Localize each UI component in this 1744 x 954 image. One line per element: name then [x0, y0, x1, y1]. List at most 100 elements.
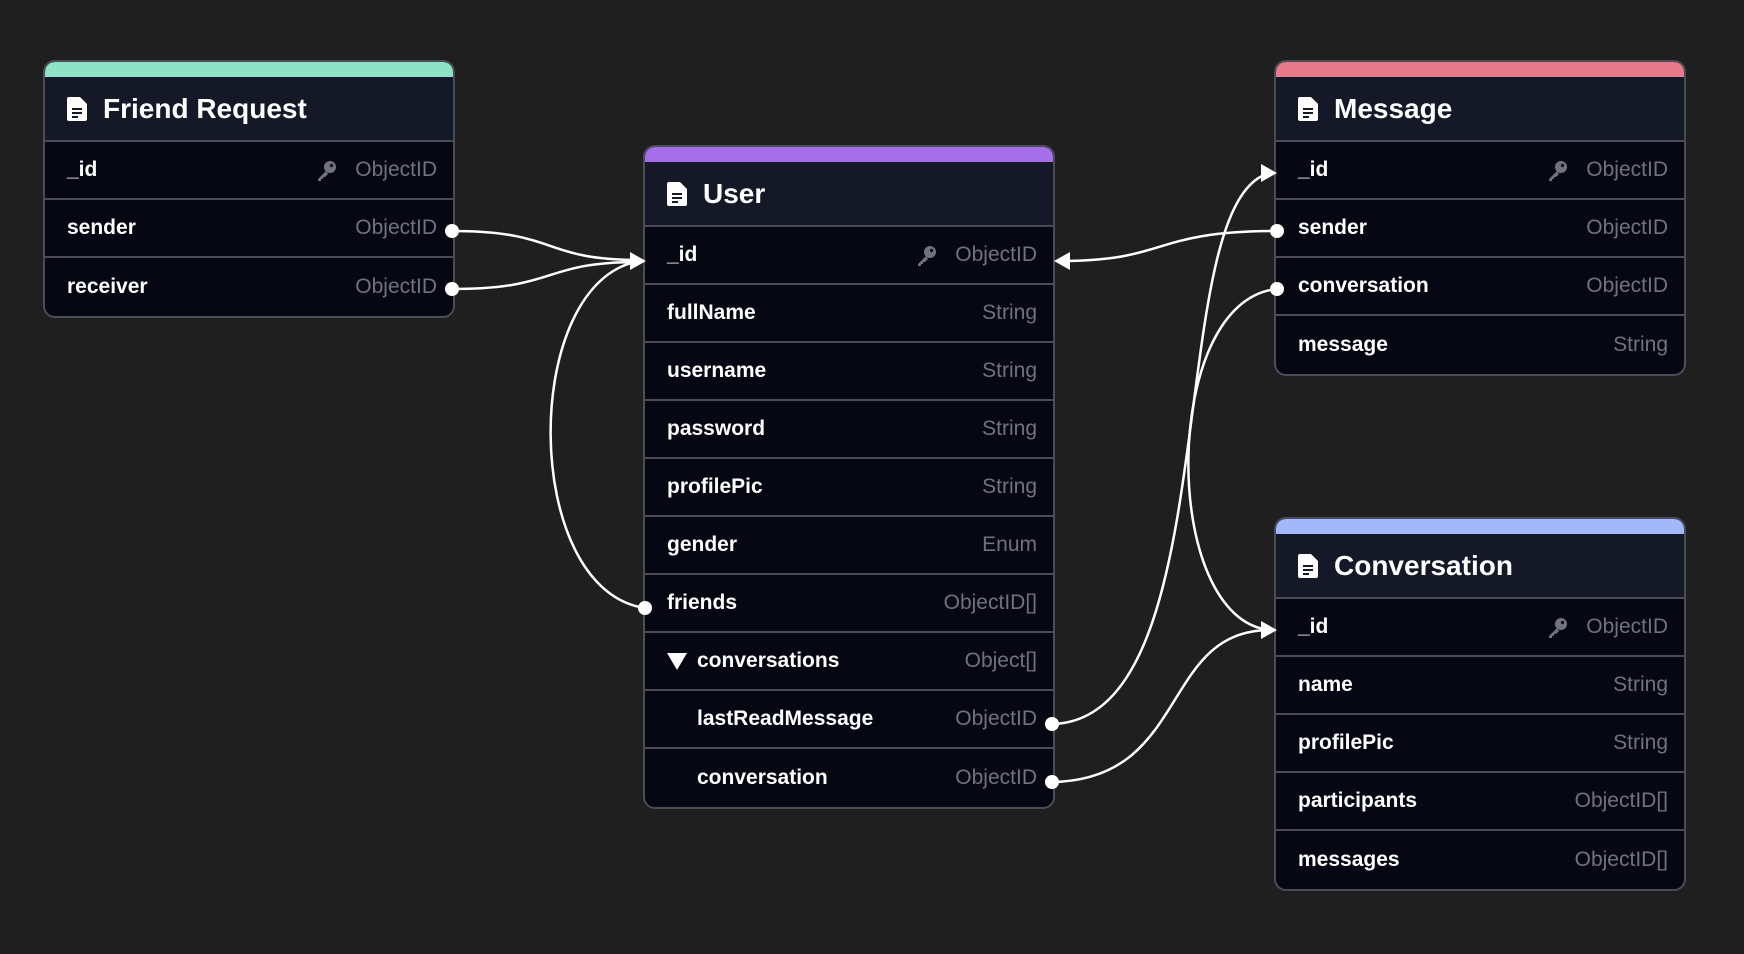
document-icon [1298, 553, 1318, 578]
table-title: Message [1334, 92, 1453, 124]
edge-arrowhead [1054, 252, 1070, 270]
table-title: Friend Request [103, 92, 307, 124]
field-name: password [667, 417, 766, 440]
field-type: ObjectID [1586, 274, 1668, 297]
field-name: sender [1298, 216, 1367, 239]
field-name: friends [667, 591, 738, 614]
field-type: String [982, 475, 1037, 498]
field-type: ObjectID[] [1574, 789, 1668, 812]
field-type: ObjectID[] [943, 591, 1037, 614]
field-row-friends[interactable]: friends ObjectID[] [645, 575, 1053, 633]
field-name: gender [667, 533, 738, 556]
table-message[interactable]: Message _id ObjectID sender ObjectID con… [1274, 60, 1686, 376]
table-accent-bar [645, 147, 1053, 162]
field-type: String [982, 417, 1037, 440]
field-name: _id [67, 158, 98, 181]
field-row-conversation[interactable]: conversation ObjectID [1276, 258, 1684, 316]
field-row-id[interactable]: _id ObjectID [645, 227, 1053, 285]
field-type: ObjectID [955, 766, 1037, 789]
field-name: profilePic [1298, 731, 1394, 754]
table-header[interactable]: Message [1276, 77, 1684, 142]
table-accent-bar [1276, 62, 1684, 77]
field-row-messages[interactable]: messages ObjectID[] [1276, 831, 1684, 889]
field-type-label: ObjectID [355, 158, 437, 181]
key-icon [1549, 161, 1568, 181]
table-friend-request[interactable]: Friend Request _id ObjectID sender Objec… [43, 60, 455, 318]
field-name: sender [67, 216, 136, 239]
field-row-username[interactable]: username String [645, 343, 1053, 401]
field-type: String [982, 359, 1037, 382]
field-name: fullName [667, 301, 756, 324]
field-type: String [1613, 731, 1668, 754]
field-row-message[interactable]: message String [1276, 316, 1684, 374]
field-row-fullname[interactable]: fullName String [645, 285, 1053, 343]
document-icon [1298, 96, 1318, 121]
field-name: _id [1298, 158, 1329, 181]
table-header[interactable]: User [645, 162, 1053, 227]
field-name: conversation [697, 766, 828, 789]
key-icon [1549, 618, 1568, 638]
field-name: profilePic [667, 475, 763, 498]
edge-message-sender-to-user-id [1059, 229, 1278, 263]
edge-message-conversation-to-conversation-id [1187, 287, 1278, 632]
key-icon [918, 246, 937, 266]
field-row-conversation[interactable]: conversation ObjectID [645, 749, 1053, 807]
field-row-receiver[interactable]: receiver ObjectID [45, 258, 453, 316]
document-icon [67, 96, 87, 121]
field-row-id[interactable]: _id ObjectID [45, 142, 453, 200]
field-row-profilepic[interactable]: profilePic String [645, 459, 1053, 517]
field-type: String [982, 301, 1037, 324]
field-type: Object[] [964, 649, 1037, 672]
key-icon [318, 161, 337, 181]
field-type: ObjectID [355, 275, 437, 298]
field-type: ObjectID [355, 216, 437, 239]
table-user[interactable]: User _id ObjectID fullName String userna… [643, 145, 1055, 809]
field-row-conversations[interactable]: conversations Object[] [645, 633, 1053, 691]
edge-user-conversation-to-conversation-id [1051, 628, 1271, 784]
field-type-label: ObjectID [955, 243, 1037, 266]
table-header[interactable]: Friend Request [45, 77, 453, 142]
field-row-name[interactable]: name String [1276, 657, 1684, 715]
table-header[interactable]: Conversation [1276, 534, 1684, 599]
field-type: ObjectID [315, 158, 437, 182]
field-type-label: ObjectID [1586, 158, 1668, 181]
field-row-profilepic[interactable]: profilePic String [1276, 715, 1684, 773]
field-type: ObjectID [955, 707, 1037, 730]
field-name: _id [1298, 615, 1329, 638]
field-type: String [1613, 673, 1668, 696]
field-type: ObjectID [1546, 158, 1668, 182]
edge-user-friends-to-user-id [549, 259, 646, 610]
table-accent-bar [1276, 519, 1684, 534]
field-row-sender[interactable]: sender ObjectID [45, 200, 453, 258]
field-name: conversation [1298, 274, 1429, 297]
field-type: ObjectID [1546, 615, 1668, 639]
field-type: ObjectID [1586, 216, 1668, 239]
field-row-sender[interactable]: sender ObjectID [1276, 200, 1684, 258]
field-name-group[interactable]: conversations [667, 649, 839, 673]
field-row-participants[interactable]: participants ObjectID[] [1276, 773, 1684, 831]
field-row-lastreadmessage[interactable]: lastReadMessage ObjectID [645, 691, 1053, 749]
table-title: User [703, 177, 766, 209]
edge-lastreadmessage-to-message-id [1051, 171, 1271, 726]
field-row-gender[interactable]: gender Enum [645, 517, 1053, 575]
field-name: lastReadMessage [697, 707, 874, 730]
caret-down-icon[interactable] [667, 652, 687, 670]
field-row-password[interactable]: password String [645, 401, 1053, 459]
field-type: ObjectID[] [1574, 848, 1668, 871]
field-type: Enum [982, 533, 1037, 556]
field-name: participants [1298, 789, 1418, 812]
field-type-label: ObjectID [1586, 615, 1668, 638]
field-name: name [1298, 673, 1353, 696]
table-conversation[interactable]: Conversation _id ObjectID name String pr… [1274, 517, 1686, 891]
table-title: Conversation [1334, 549, 1513, 581]
field-name: messages [1298, 848, 1400, 871]
document-icon [667, 181, 687, 206]
field-row-id[interactable]: _id ObjectID [1276, 599, 1684, 657]
edge-friendrequest-sender-to-user-id [451, 229, 641, 262]
field-row-id[interactable]: _id ObjectID [1276, 142, 1684, 200]
edge-friendrequest-receiver-to-user-id [451, 260, 641, 291]
field-type: String [1613, 333, 1668, 356]
field-name: conversations [697, 649, 840, 672]
field-name: _id [667, 243, 698, 266]
field-name: username [667, 359, 767, 382]
